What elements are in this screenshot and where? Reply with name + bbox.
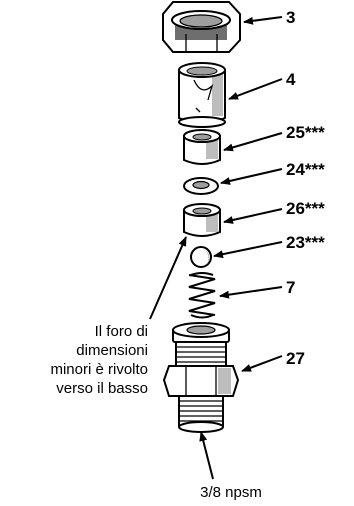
callout-4: 4 bbox=[286, 70, 296, 89]
thread-label: 3/8 npsm bbox=[200, 484, 262, 501]
leader-4 bbox=[228, 78, 283, 100]
callout-3: 3 bbox=[286, 8, 295, 27]
washer-part-24 bbox=[183, 177, 219, 195]
hex-nut-part bbox=[162, 1, 241, 53]
leader-23 bbox=[213, 241, 283, 259]
leader-3 bbox=[243, 16, 283, 25]
leader-7 bbox=[219, 286, 283, 299]
leader-27 bbox=[241, 355, 283, 372]
sleeve-part bbox=[178, 62, 226, 128]
fitting-part-27 bbox=[162, 322, 240, 433]
note-line-1: Il foro di bbox=[95, 323, 148, 340]
callout-27: 27 bbox=[286, 349, 305, 368]
leader-thread bbox=[199, 431, 214, 480]
note-line-2: dimensioni bbox=[76, 342, 148, 359]
leader-25 bbox=[223, 132, 283, 152]
callout-26: 26*** bbox=[286, 199, 325, 218]
seat-part-25 bbox=[183, 129, 221, 165]
callout-7: 7 bbox=[286, 278, 295, 297]
leader-note bbox=[149, 236, 187, 320]
leader-26 bbox=[223, 208, 283, 224]
spring-part-7 bbox=[188, 272, 216, 319]
callout-23: 23*** bbox=[286, 233, 325, 252]
leader-24 bbox=[220, 168, 283, 185]
note-line-4: verso il basso bbox=[56, 380, 148, 397]
seat-part-26 bbox=[183, 203, 221, 237]
note-line-3: minori è rivolto bbox=[50, 361, 148, 378]
callout-24: 24*** bbox=[286, 160, 325, 179]
ball-part-23 bbox=[190, 246, 212, 268]
callout-25: 25*** bbox=[286, 123, 325, 142]
